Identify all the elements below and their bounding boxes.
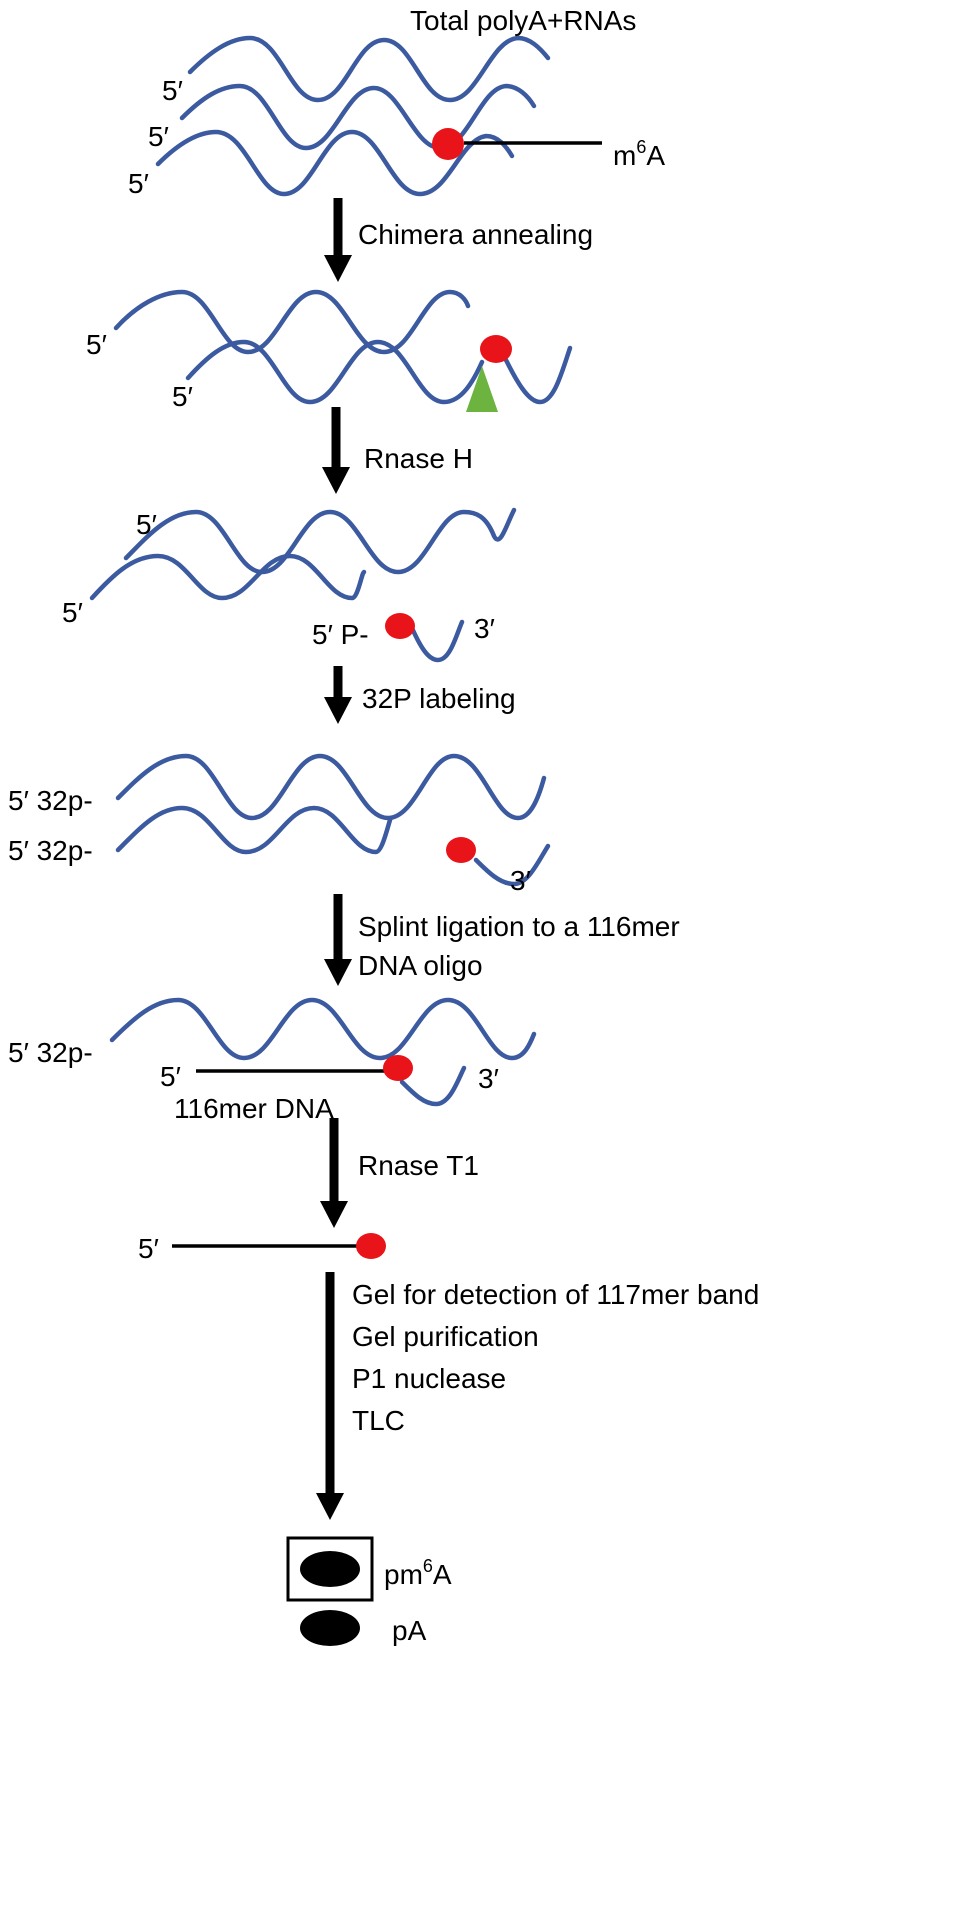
title-label: Total polyA+RNAs (410, 5, 636, 36)
five-prime-p-label: 5′ P- (312, 619, 369, 650)
rna-strand (113, 289, 471, 355)
rna-strand (109, 997, 537, 1061)
stage-1-total-rnas: Total polyA+RNAs m6A 5′ 5′ 5′ (128, 5, 665, 199)
step-p1-nuclease: P1 nuclease (352, 1363, 506, 1394)
rna-strand (123, 507, 517, 575)
step-gel-detection: Gel for detection of 117mer band (352, 1279, 759, 1310)
m6a-modification-dot (432, 128, 464, 160)
stage-6-rnase-t1-product: 5′ (138, 1233, 386, 1264)
five-prime-label: 5′ (86, 329, 107, 360)
m6a-modification-dot (385, 613, 415, 639)
m6a-modification-dot (383, 1055, 413, 1081)
arrow-down (320, 1118, 348, 1228)
chimera-probe-triangle (466, 366, 498, 412)
step-splint-ligation: Splint ligation to a 116mer (358, 911, 680, 942)
five-prime-label: 5′ (162, 75, 183, 106)
five-prime-32p-label: 5′ 32p- (8, 785, 93, 816)
rna-strand (399, 1065, 467, 1107)
pm6a-label: pm6A (384, 1556, 452, 1590)
five-prime-label: 5′ (128, 168, 149, 199)
arrow-down (322, 407, 350, 494)
step-splint-ligation-line-2: DNA oligo (358, 950, 483, 981)
five-prime-32p-label: 5′ 32p- (8, 1037, 93, 1068)
rna-strand (155, 129, 515, 197)
five-prime-label: 5′ (160, 1061, 181, 1092)
svg-text:pm6A: pm6A (384, 1556, 452, 1590)
step-rnase-h: Rnase H (364, 443, 473, 474)
rna-strand (473, 843, 551, 887)
stage-4-32p-labeled: 5′ 32p- 5′ 32p- 3′ (8, 753, 551, 896)
stage-2-chimera-annealing: 5′ 5′ (86, 289, 573, 412)
rna-strand (185, 339, 485, 405)
stage-5-splint-ligation: 5′ 32p- 5′ 116mer DNA 3′ (8, 997, 537, 1124)
pm6a-spot (300, 1551, 360, 1587)
step-tlc: TLC (352, 1405, 405, 1436)
step-chimera-annealing: Chimera annealing (358, 219, 593, 250)
step-gel-purification: Gel purification (352, 1321, 539, 1352)
five-prime-label: 5′ (62, 597, 83, 628)
rna-strand (179, 83, 537, 151)
five-prime-label: 5′ (148, 121, 169, 152)
stage-3-rnase-h-products: 5′ 5′ 5′ P- 3′ (62, 507, 517, 663)
m6a-modification-dot (356, 1233, 386, 1259)
arrow-down (316, 1272, 344, 1520)
five-prime-label: 5′ (136, 509, 157, 540)
m6a-label: m6A (613, 137, 665, 171)
step-32p-labeling: 32P labeling (362, 683, 516, 714)
stage-7-tlc-result: pm6A pA (286, 1536, 452, 1646)
dna-116mer-label: 116mer DNA (174, 1093, 334, 1124)
svg-text:m6A: m6A (613, 137, 665, 171)
five-prime-label: 5′ (172, 381, 193, 412)
rna-strand (187, 35, 551, 103)
pm6a-highlight-box (286, 1536, 374, 1602)
arrow-down (324, 198, 352, 282)
five-prime-32p-label: 5′ 32p- (8, 835, 93, 866)
rna-strand (115, 753, 547, 821)
rna-strand (409, 619, 465, 663)
three-prime-label: 3′ (478, 1063, 499, 1094)
rna-strand (115, 805, 393, 855)
step-rnase-t1: Rnase T1 (358, 1150, 479, 1181)
m6a-modification-dot (480, 335, 512, 363)
arrow-down (324, 894, 352, 986)
five-prime-label: 5′ (138, 1233, 159, 1264)
three-prime-label: 3′ (510, 865, 531, 896)
pa-spot (300, 1610, 360, 1646)
rna-strand (503, 345, 573, 405)
m6a-modification-dot (446, 837, 476, 863)
rna-strand (89, 553, 367, 601)
three-prime-label: 3′ (474, 613, 495, 644)
pa-label: pA (392, 1615, 427, 1646)
arrow-down (324, 666, 352, 724)
